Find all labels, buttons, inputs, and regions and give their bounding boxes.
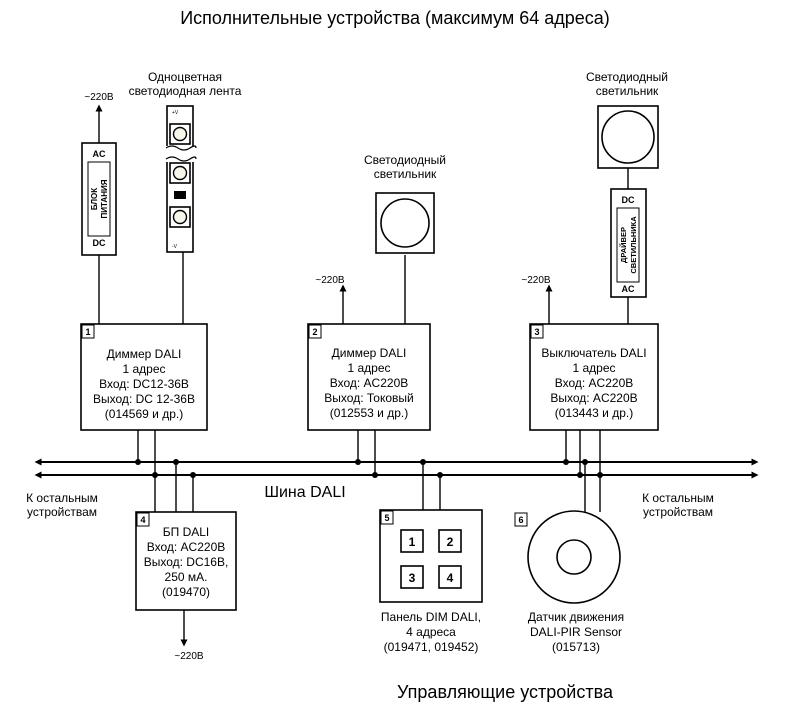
panel-button-2 bbox=[438, 529, 462, 553]
device-5-caption-3: (019471, 019452) bbox=[384, 640, 479, 654]
panel-button-4 bbox=[438, 565, 462, 589]
device-2-dimmer: 2 Диммер DALI 1 адрес Вход: AC220В Выход… bbox=[307, 323, 431, 431]
device-6-caption-2: DALI-PIR Sensor bbox=[530, 625, 622, 639]
led-fixture-3: Светодиодный светильник bbox=[586, 70, 668, 169]
mains-label-dev3: ~220В bbox=[521, 275, 551, 286]
psu-dc-label: DC bbox=[93, 238, 106, 248]
top-title: Исполнительные устройства (максимум 64 а… bbox=[180, 8, 610, 28]
panel-button-2-label: 2 bbox=[447, 535, 454, 549]
device-5-caption-2: 4 адреса bbox=[406, 625, 456, 639]
device-2-line-4: Выход: Токовый bbox=[324, 391, 413, 405]
device-3-number: 3 bbox=[534, 327, 539, 337]
device-4-power-supply: 4 БП DALI Вход: AC220В Выход: DC16В, 250… bbox=[135, 511, 237, 611]
device-5-number: 5 bbox=[384, 513, 389, 523]
device-4-line-2: Вход: AC220В bbox=[147, 540, 226, 554]
device-4-line-1: БП DALI bbox=[163, 525, 210, 539]
device-2-line-1: Диммер DALI bbox=[332, 346, 407, 360]
panel-button-4-label: 4 bbox=[447, 571, 454, 585]
led-strip-label-1: Одноцветная bbox=[148, 70, 222, 84]
device-1-line-5: (014569 и др.) bbox=[105, 407, 183, 421]
driver-ac-label: AC bbox=[622, 284, 635, 294]
bus-left-label-1: К остальным bbox=[26, 491, 98, 505]
device-4-line-4: 250 мА. bbox=[165, 570, 208, 584]
device-1-line-1: Диммер DALI bbox=[107, 347, 182, 361]
device-3-line-4: Выход: AC220В bbox=[550, 391, 637, 405]
device-3-line-3: Вход: AC220В bbox=[555, 376, 634, 390]
mains-label-psu: ~220В bbox=[84, 92, 114, 103]
device-5-caption-1: Панель DIM DALI, bbox=[381, 610, 481, 624]
device-6-caption-1: Датчик движения bbox=[528, 610, 624, 624]
fixture-driver-block: DC AC ДРАЙВЕР СВЕТИЛЬНИКА bbox=[610, 188, 647, 298]
driver-dc-label: DC bbox=[622, 195, 635, 205]
bottom-title: Управляющие устройства bbox=[397, 682, 614, 702]
psu-text-2: ПИТАНИЯ bbox=[100, 179, 109, 218]
device-1-dimmer: 1 Диммер DALI 1 адрес Вход: DC12-36В Вых… bbox=[80, 323, 208, 431]
device-1-number: 1 bbox=[85, 327, 90, 337]
bus-right-label-1: К остальным bbox=[642, 491, 714, 505]
fixture-2-label-2: светильник bbox=[374, 167, 437, 181]
device-2-number: 2 bbox=[312, 327, 317, 337]
mains-label-dev4: ~220В bbox=[174, 651, 204, 662]
device-2-line-3: Вход: AC220В bbox=[330, 376, 409, 390]
led-strip-polarity-top: +V bbox=[172, 110, 179, 116]
device-3-line-1: Выключатель DALI bbox=[541, 346, 646, 360]
device-1-line-4: Выход: DC 12-36В bbox=[93, 392, 195, 406]
led-fixture-2: Светодиодный светильник bbox=[364, 153, 446, 254]
bus-label: Шина DALI bbox=[264, 484, 345, 501]
fixture-3-label-1: Светодиодный bbox=[586, 70, 668, 84]
device-2-line-2: 1 адрес bbox=[347, 361, 390, 375]
device-6-motion-sensor: 6 Датчик движения DALI-PIR Sensor (01571… bbox=[514, 510, 624, 654]
bus-left-label-2: устройствам bbox=[27, 505, 97, 519]
dali-bus bbox=[34, 458, 759, 479]
bus-right-label-2: устройствам bbox=[643, 505, 713, 519]
led-strip: Одноцветная светодиодная лента +V -V bbox=[129, 70, 242, 253]
device-6-caption-3: (015713) bbox=[552, 640, 600, 654]
device-1-line-2: 1 адрес bbox=[122, 362, 165, 376]
device-3-line-2: 1 адрес bbox=[572, 361, 615, 375]
device-3-switch: 3 Выключатель DALI 1 адрес Вход: AC220В … bbox=[529, 323, 659, 431]
device-4-line-3: Выход: DC16В, bbox=[144, 555, 229, 569]
panel-button-1 bbox=[400, 529, 424, 553]
psu-ac-label: AC bbox=[93, 149, 106, 159]
device-4-line-5: (019470) bbox=[162, 585, 210, 599]
device-2-line-5: (012553 и др.) bbox=[330, 406, 408, 420]
wires bbox=[98, 168, 629, 512]
psu-text-1: БЛОК bbox=[90, 188, 99, 210]
device-3-line-5: (013443 и др.) bbox=[555, 406, 633, 420]
driver-text-2: СВЕТИЛЬНИКА bbox=[629, 216, 638, 274]
fixture-2-label-1: Светодиодный bbox=[364, 153, 446, 167]
led-strip-label-2: светодиодная лента bbox=[129, 84, 242, 98]
sensor-lens bbox=[556, 539, 592, 575]
mains-arrows bbox=[95, 104, 553, 647]
panel-button-3-label: 3 bbox=[409, 571, 416, 585]
power-supply-block: AC DC БЛОК ПИТАНИЯ bbox=[81, 142, 117, 256]
mains-label-dev2: ~220В bbox=[315, 275, 345, 286]
device-5-control-panel: 5 1 2 3 4 Панель DIM DALI, 4 адреса (019… bbox=[379, 509, 483, 654]
device-6-number: 6 bbox=[518, 515, 523, 525]
panel-button-3 bbox=[400, 565, 424, 589]
device-4-number: 4 bbox=[140, 515, 145, 525]
fixture-3-label-2: светильник bbox=[596, 84, 659, 98]
led-strip-polarity-bottom: -V bbox=[172, 244, 178, 250]
panel-button-1-label: 1 bbox=[409, 535, 416, 549]
driver-text-1: ДРАЙВЕР bbox=[619, 227, 628, 263]
device-1-line-3: Вход: DC12-36В bbox=[99, 377, 189, 391]
